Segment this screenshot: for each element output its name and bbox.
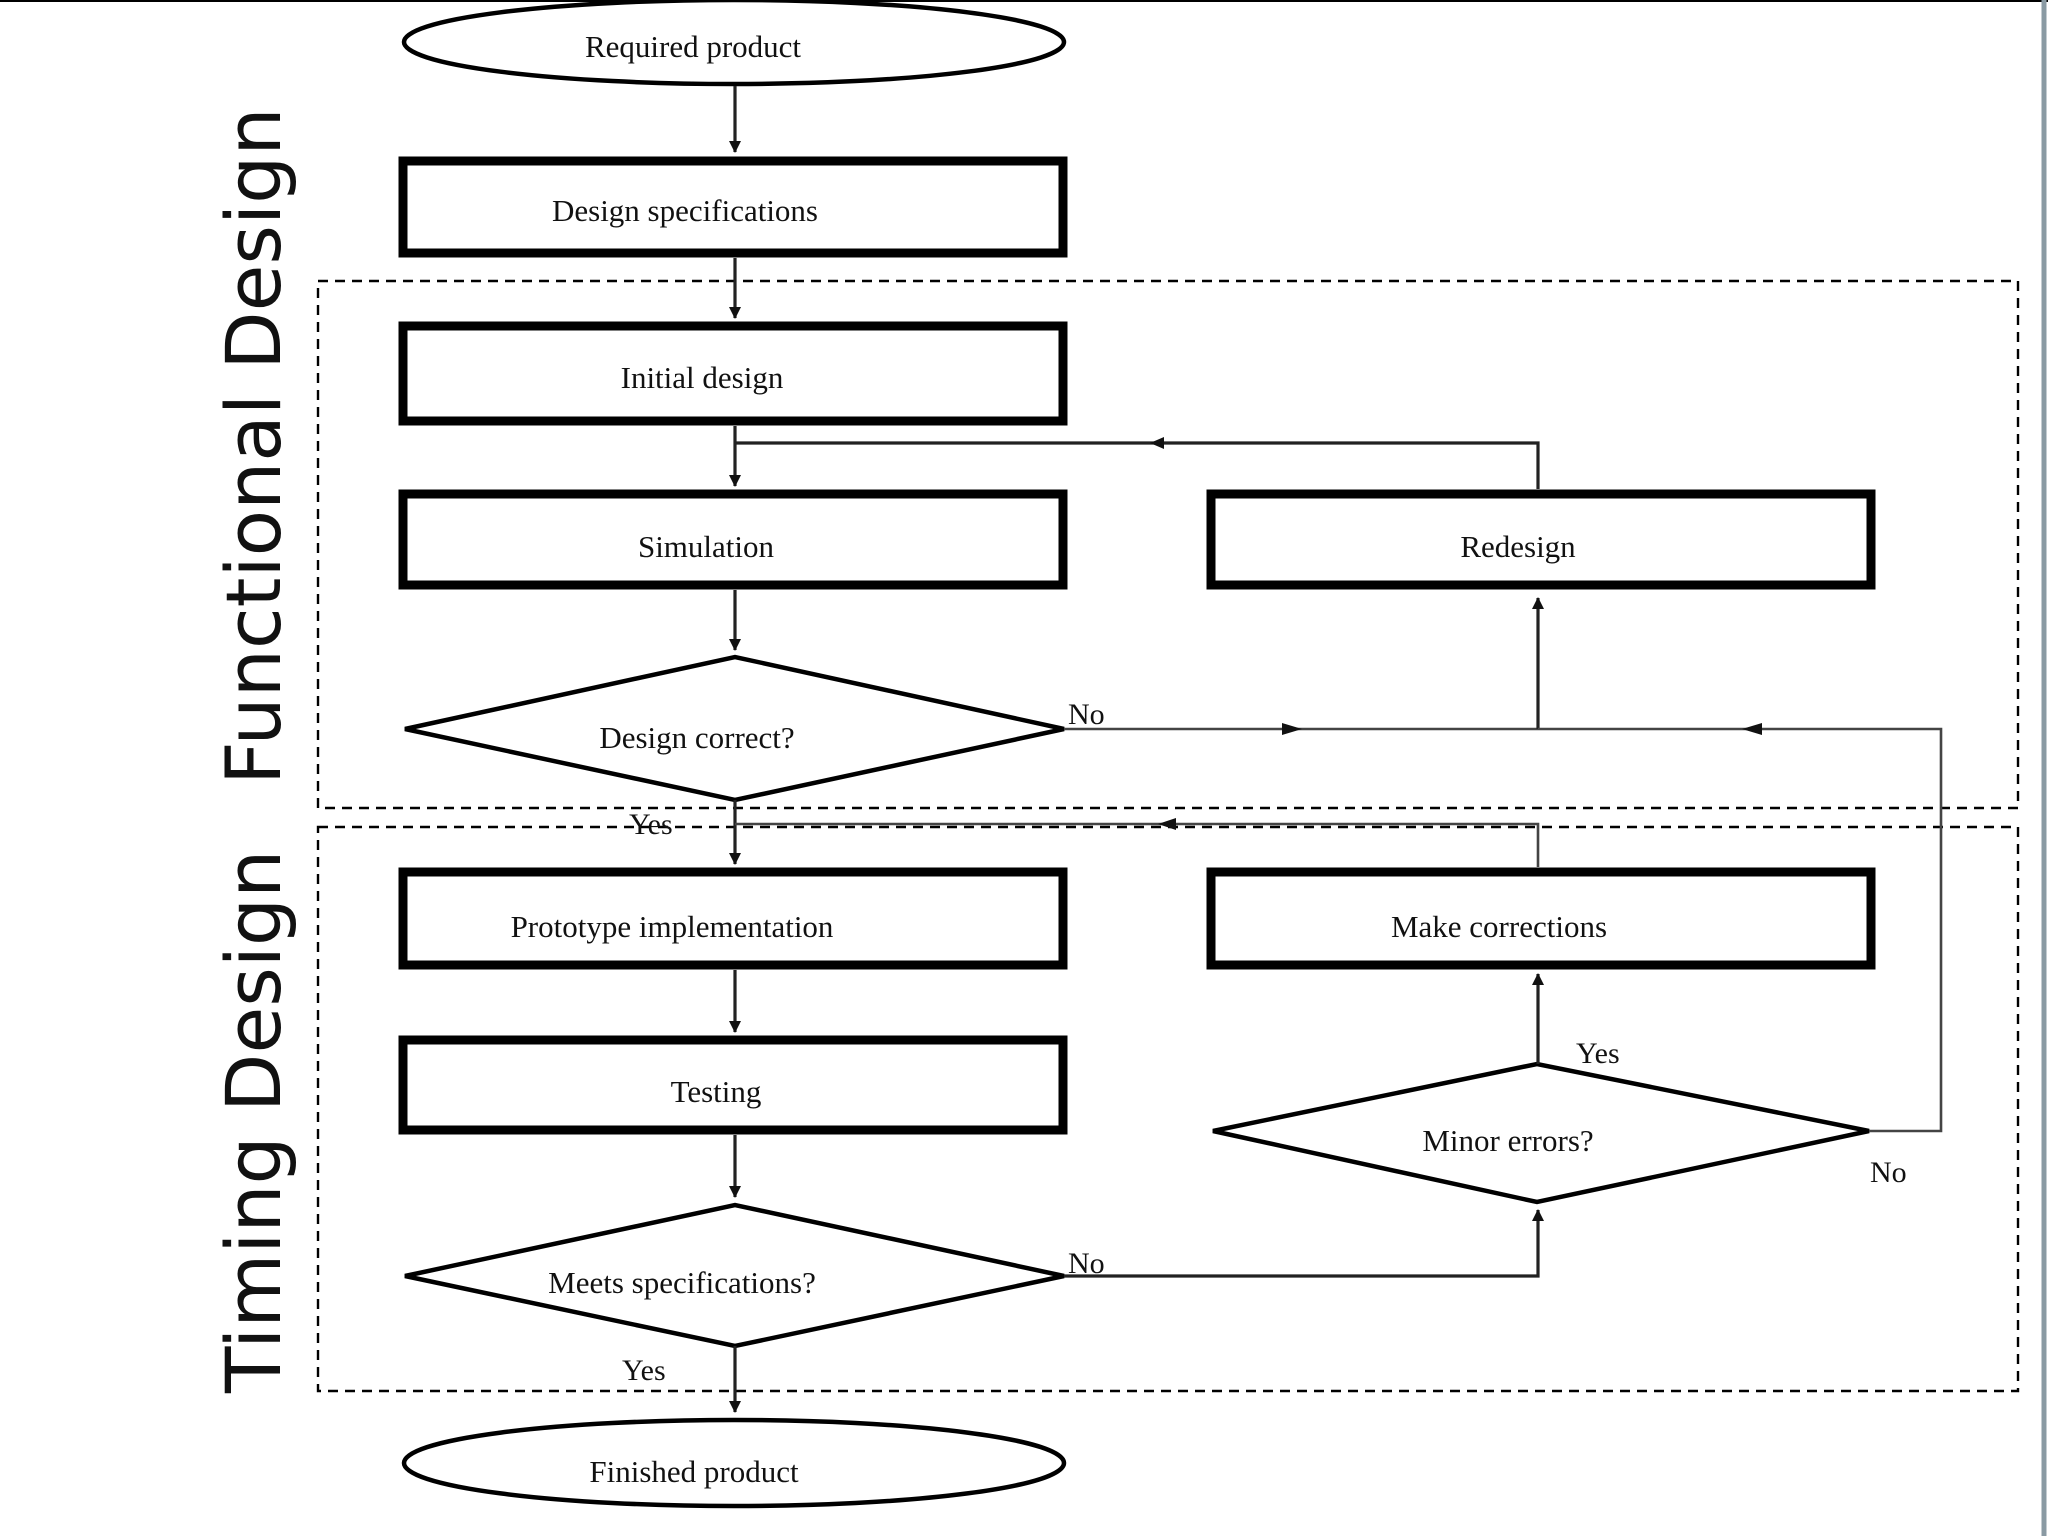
make-corrections-node: Make corrections (1206, 867, 1876, 970)
finished-product-label: Finished product (589, 1454, 799, 1489)
edge-design-correct-no (1064, 597, 1544, 735)
simulation-label: Simulation (638, 529, 775, 564)
functional-design-group (316, 279, 2020, 810)
testing-node: Testing (398, 1035, 1068, 1135)
testing-label: Testing (671, 1074, 762, 1109)
minor-errors-yes-label: Yes (1576, 1037, 1620, 1070)
redesign-node: Redesign (1206, 489, 1876, 590)
meets-specifications-label: Meets specifications? (548, 1265, 816, 1300)
edge-minor-errors-no (1538, 723, 1943, 1133)
minor-errors-label: Minor errors? (1422, 1123, 1593, 1158)
make-corrections-label: Make corrections (1391, 909, 1607, 944)
design-correct-no-label: No (1068, 698, 1105, 731)
initial-design-node: Initial design (398, 321, 1068, 426)
finished-product-node: Finished product (401, 1417, 1067, 1509)
functional-design-label: Functional Design (209, 107, 298, 785)
design-correct-label: Design correct? (599, 720, 794, 755)
design-specifications-node: Design specifications (398, 156, 1068, 258)
edge-redesign-to-simulation (735, 437, 1540, 489)
simulation-node: Simulation (398, 489, 1068, 590)
timing-design-label: Timing Design (209, 850, 298, 1394)
prototype-implementation-label: Prototype implementation (511, 909, 834, 944)
minor-errors-decision: Minor errors? (1212, 1061, 1870, 1205)
required-product-label: Required product (585, 29, 801, 64)
required-product-node: Required product (401, 0, 1067, 87)
meets-spec-no-label: No (1068, 1247, 1105, 1280)
initial-design-label: Initial design (621, 360, 784, 395)
edge-corrections-to-prototype (735, 818, 1540, 867)
design-correct-decision: Design correct? (404, 654, 1065, 803)
meets-spec-yes-label: Yes (622, 1354, 666, 1387)
edge-meets-spec-no (1064, 1209, 1544, 1278)
minor-errors-no-label: No (1870, 1156, 1907, 1189)
prototype-implementation-node: Prototype implementation (398, 867, 1068, 970)
design-correct-yes-label: Yes (629, 808, 673, 841)
design-specifications-label: Design specifications (552, 193, 818, 228)
redesign-label: Redesign (1460, 529, 1576, 564)
meets-specifications-decision: Meets specifications? (404, 1202, 1065, 1349)
